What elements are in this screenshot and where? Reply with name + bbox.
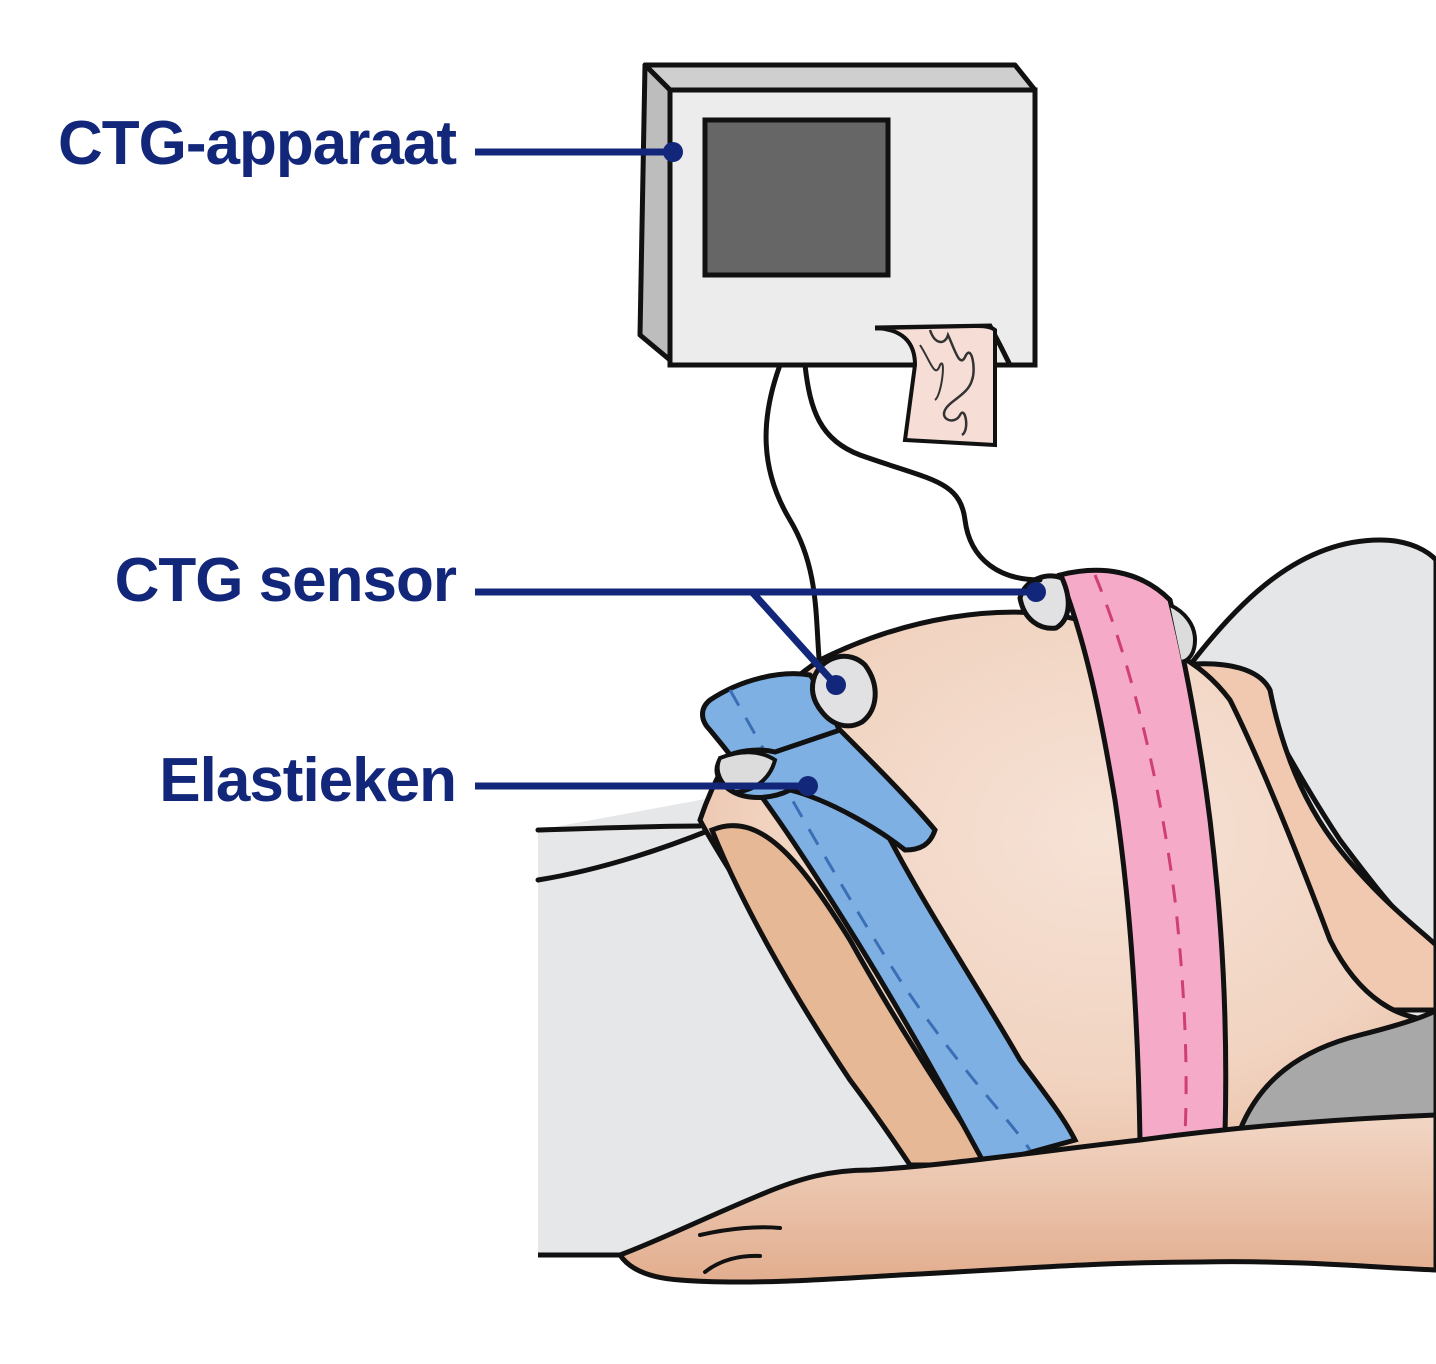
ctg-cables xyxy=(763,362,1043,673)
label-elastieken: Elastieken xyxy=(159,746,457,815)
leader-lines xyxy=(475,142,1046,796)
elastic-belt-pink xyxy=(1056,567,1229,1143)
label-ctg-sensor: CTG sensor xyxy=(114,546,457,615)
arm xyxy=(616,1112,1436,1285)
cloth xyxy=(1236,1006,1436,1133)
ctg-monitor-icon xyxy=(637,62,1038,448)
label-ctg-apparaat: CTG-apparaat xyxy=(58,109,457,178)
